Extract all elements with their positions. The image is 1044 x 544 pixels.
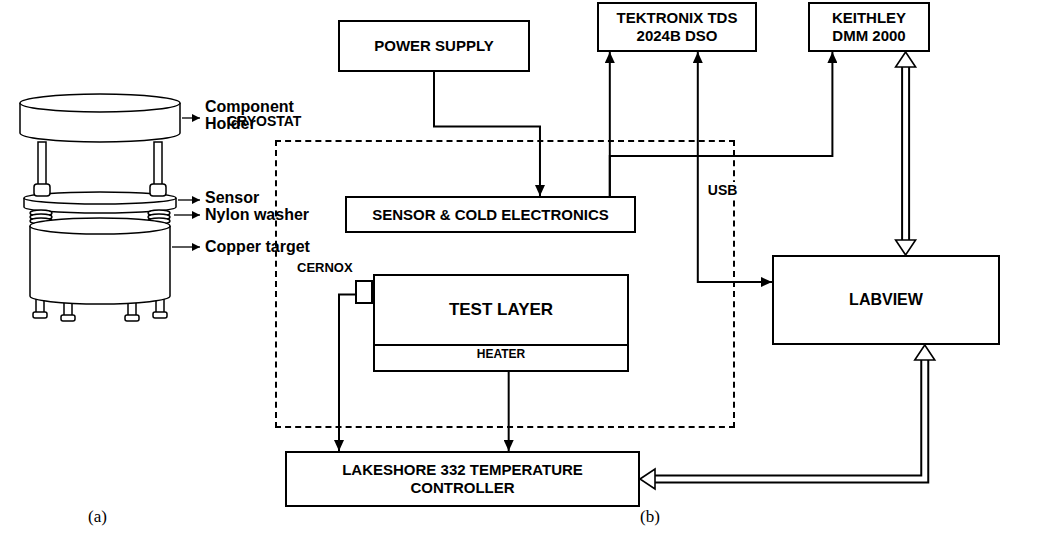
- bus-connector: [640, 345, 935, 489]
- process-box: POWER SUPPLY: [338, 20, 530, 72]
- part-label: Component Holder: [205, 98, 305, 132]
- node-text: KEITHLEY DMM 2000: [816, 9, 922, 45]
- cryostat-region: CRYOSTATSENSOR & COLD ELECTRONICSTEST LA…: [275, 140, 735, 428]
- node-text: POWER SUPPLY: [374, 37, 493, 55]
- figure-label: (b): [640, 508, 660, 525]
- holder-post: [38, 142, 46, 188]
- software-box: LABVIEW: [772, 255, 1000, 345]
- post-nut: [150, 184, 166, 196]
- part-label: Sensor: [205, 189, 259, 206]
- heater-box: HEATER: [373, 344, 629, 372]
- hollow-arrowhead: [896, 240, 916, 255]
- bus-inner: [655, 360, 925, 479]
- leader-arrow: [172, 246, 200, 247]
- copper-target-body: [30, 226, 170, 304]
- copper-target-top: [30, 218, 170, 234]
- leader-arrow: [182, 117, 200, 118]
- hollow-arrowhead: [915, 345, 935, 360]
- instrument-box: KEITHLEY DMM 2000: [808, 2, 930, 52]
- holder-post: [154, 142, 162, 188]
- figure-label: (a): [88, 508, 107, 525]
- bus-inner: [903, 67, 908, 240]
- instrument-box: TEKTRONIX TDS 2024B DSO: [597, 2, 757, 52]
- target-foot-nut: [125, 315, 139, 321]
- signal-connector: [508, 372, 510, 451]
- target-foot-nut: [33, 312, 47, 318]
- leader-arrow: [174, 214, 200, 215]
- holder-top: [20, 94, 180, 112]
- sensor-box: CERNOX: [355, 280, 373, 304]
- hollow-arrowhead: [896, 52, 916, 67]
- node-text: LAKESHORE 332 TEMPERATURE CONTROLLER: [293, 461, 632, 497]
- node-heading: CERNOX: [297, 261, 353, 275]
- node-text: TEKTRONIX TDS 2024B DSO: [605, 9, 749, 45]
- part-label: Nylon washer: [205, 206, 309, 223]
- node-text: TEST LAYER: [449, 300, 553, 320]
- leader-arrow: [178, 199, 200, 200]
- node-text: SENSOR & COLD ELECTRONICS: [372, 206, 609, 224]
- test-layer-box: TEST LAYER: [373, 274, 629, 346]
- target-foot-nut: [61, 315, 75, 321]
- node-text: LABVIEW: [849, 290, 923, 309]
- bus-outline: [655, 360, 925, 479]
- post-nut: [34, 184, 50, 196]
- part-label: Copper target: [205, 238, 310, 255]
- hollow-arrowhead: [640, 469, 655, 489]
- signal-connector: [610, 52, 833, 196]
- bus-connector: [896, 52, 916, 255]
- signal-connector: [434, 72, 540, 196]
- process-box: SENSOR & COLD ELECTRONICS: [345, 196, 636, 233]
- edge-label: USB: [706, 182, 740, 198]
- target-foot-nut: [153, 312, 167, 318]
- node-text: HEATER: [477, 347, 525, 361]
- controller-box: LAKESHORE 332 TEMPERATURE CONTROLLER: [285, 451, 640, 507]
- bus-outline: [901, 67, 910, 240]
